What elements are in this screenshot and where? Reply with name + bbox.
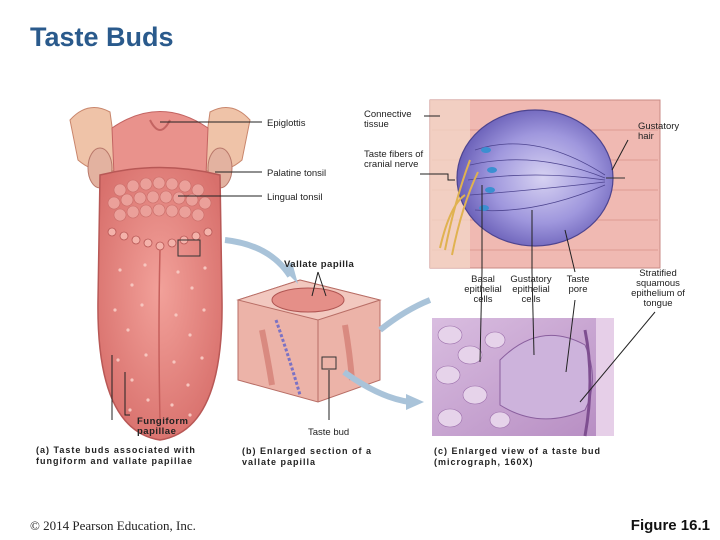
label-gustatory-cells: Gustatory epithelial cells (506, 275, 556, 305)
label-palatine-tonsil: Palatine tonsil (267, 169, 326, 179)
label-epiglottis: Epiglottis (267, 119, 306, 129)
label-taste-pore: Taste pore (563, 275, 593, 295)
label-taste-fibers: Taste fibers of cranial nerve (364, 150, 424, 170)
caption-c: (c) Enlarged view of a taste bud (microg… (434, 446, 619, 468)
label-taste-bud: Taste bud (308, 428, 349, 438)
taste-bud-drawing (430, 100, 660, 268)
arrow-to-budview (380, 300, 430, 330)
tongue-drawing (70, 108, 250, 441)
taste-bud-micrograph (432, 318, 614, 436)
label-fungiform-papillae: Fungiform papillae (137, 417, 197, 437)
figure-number: Figure 16.1 (631, 517, 710, 534)
caption-b: (b) Enlarged section of a vallate papill… (242, 446, 392, 468)
copyright-notice: © 2014 Pearson Education, Inc. (30, 518, 196, 534)
label-lingual-tonsil: Lingual tonsil (267, 193, 322, 203)
label-connective-tissue: Connective tissue (364, 110, 424, 130)
label-vallate-papilla: Vallate papilla (284, 260, 354, 270)
label-stratified-epithelium: Stratified squamous epithelium of tongue (628, 269, 688, 309)
caption-a: (a) Taste buds associated with fungiform… (36, 445, 226, 467)
label-basal-cells: Basal epithelial cells (458, 275, 508, 305)
label-gustatory-hair: Gustatory hair (638, 122, 688, 142)
arrow-to-section (225, 240, 290, 276)
